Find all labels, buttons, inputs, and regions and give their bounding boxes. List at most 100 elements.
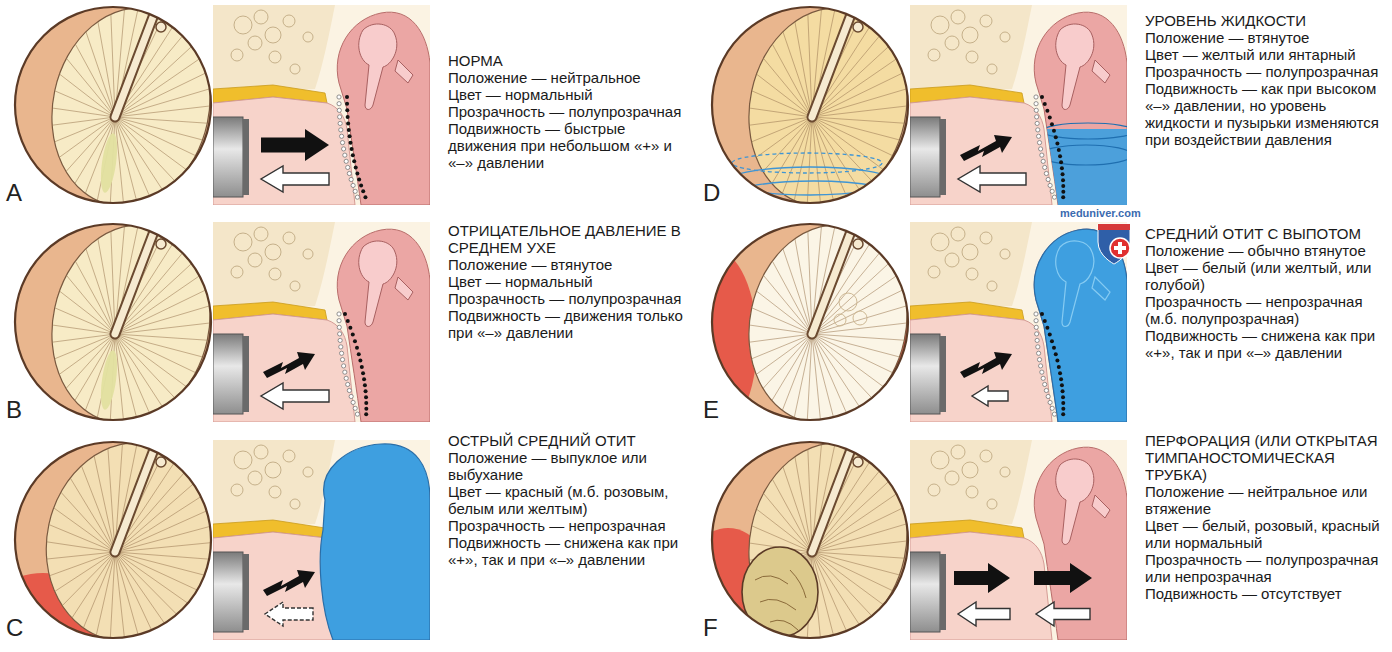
membrane-fiber (115, 117, 176, 182)
air-cell (290, 499, 300, 509)
logo-circle (1110, 238, 1130, 258)
membrane-fiber (808, 231, 812, 334)
membrane-fiber (115, 334, 196, 373)
air-cell (269, 51, 281, 63)
air-cell (928, 484, 940, 496)
neutral-position-dot (1039, 364, 1043, 368)
air-cell (303, 32, 313, 42)
neutral-position-dot (1046, 177, 1050, 181)
membrane-position-dot (351, 153, 355, 157)
neutral-position-dot (342, 364, 346, 368)
membrane-position-dot (1061, 401, 1065, 405)
air-cell (931, 16, 949, 34)
logo-cross (1114, 246, 1126, 250)
neutral-position-dot (339, 351, 343, 355)
membrane-fiber (108, 449, 115, 552)
panel-heading: НОРМА (448, 52, 688, 69)
membrane-position-dot (364, 401, 368, 405)
tympanic-membrane (731, 0, 925, 221)
neutral-position-dot (346, 165, 350, 169)
air-cell (283, 15, 295, 27)
panel-heading: СРЕДНИЙ ОТИТ С ВЫПОТОМ (1145, 225, 1385, 242)
tympanic-membrane (731, 210, 925, 438)
neutral-position-dot (1044, 388, 1048, 392)
membrane-position-dot (1050, 339, 1054, 343)
membrane-fiber (115, 552, 140, 640)
membrane-position-dot (353, 339, 357, 343)
view-rim (712, 7, 908, 203)
panel-description: Прозрачность — полупрозрачная (448, 290, 688, 307)
membrane-position-dot (1060, 166, 1064, 170)
air-cell (1000, 467, 1010, 477)
membrane-fiber (59, 74, 115, 117)
neutral-position-dot (337, 319, 341, 323)
air-cell (303, 467, 313, 477)
membrane-fiber (86, 249, 115, 334)
membrane-fiber (98, 239, 115, 334)
description-block: ОТРИЦАТЕЛЬНОЕ ДАВЛЕНИЕ В СРЕДНЕМ УХЕПоло… (448, 222, 688, 341)
stapes (395, 60, 413, 83)
panel-description: Подвижность — снижена как при «+», так и… (1145, 327, 1385, 361)
membrane-position-dot (346, 319, 350, 323)
membrane-fiber (55, 91, 115, 117)
membrane-fiber (783, 32, 812, 117)
membrane-fiber (115, 117, 124, 206)
membrane-position-dot (1061, 172, 1065, 176)
membrane-position-dot (345, 108, 349, 112)
membrane-fiber (96, 552, 115, 635)
neutral-position-dot (339, 128, 343, 132)
neutral-position-dot (337, 312, 341, 316)
view-rim (712, 442, 908, 638)
neutral-position-dot (355, 412, 359, 416)
tympanic-membrane (28, 427, 234, 652)
membrane-fiber (783, 467, 812, 552)
middle-ear (337, 12, 430, 205)
membrane-fiber (115, 117, 187, 170)
section-content (910, 440, 1127, 640)
panel-letter: E (703, 397, 719, 423)
membrane-fiber (812, 552, 884, 605)
membrane-position-dot (1061, 195, 1065, 199)
panel-description: Прозрачность — полупрозрачная (1145, 63, 1385, 80)
membrane-fiber (812, 334, 884, 387)
negative-pressure-arrow (972, 386, 1008, 406)
membrane-position-dot (1050, 122, 1054, 126)
air-cell (980, 15, 992, 27)
membrane-fiber (812, 334, 873, 399)
membrane-position-dot (1045, 326, 1049, 330)
air-cell (290, 64, 300, 74)
air-cell (265, 462, 281, 478)
membrane-position-dot (357, 177, 361, 181)
membrane-fiber (115, 552, 181, 618)
membrane-fiber (115, 334, 138, 421)
air-cell (248, 36, 262, 50)
view-content (673, 210, 936, 444)
membrane-fiber (763, 58, 812, 117)
membrane-fiber (795, 22, 812, 117)
membrane-position-dot (345, 95, 349, 99)
neutral-position-dot (338, 332, 342, 336)
malleus-handle (812, 234, 850, 334)
malleus-outline (812, 452, 850, 552)
neutral-position-dot (344, 376, 348, 380)
reduced-pressure-arrow (263, 352, 315, 378)
air-cell (290, 281, 300, 291)
membrane-position-dot (1052, 346, 1056, 350)
membrane-fiber (115, 542, 216, 552)
membrane-fiber (115, 117, 196, 156)
membrane-fiber (115, 323, 210, 334)
panel-description: Прозрачность — полупрозрачная (448, 103, 688, 120)
temporal-bone (910, 440, 1032, 528)
membrane-position-dot (346, 115, 350, 119)
membrane-position-dot (1052, 129, 1056, 133)
malleus-handle (812, 17, 850, 117)
neutral-position-dot (353, 406, 357, 410)
neutral-position-dot (1035, 332, 1039, 336)
membrane-fiber (772, 261, 812, 334)
air-cell (951, 10, 965, 24)
membrane-fiber (752, 91, 812, 117)
membrane-fiber (115, 117, 207, 123)
otoscopic-view (673, 210, 936, 444)
membrane-position-dot (1058, 154, 1062, 158)
panel-description: Подвижность — движения только при «–» да… (448, 307, 688, 341)
